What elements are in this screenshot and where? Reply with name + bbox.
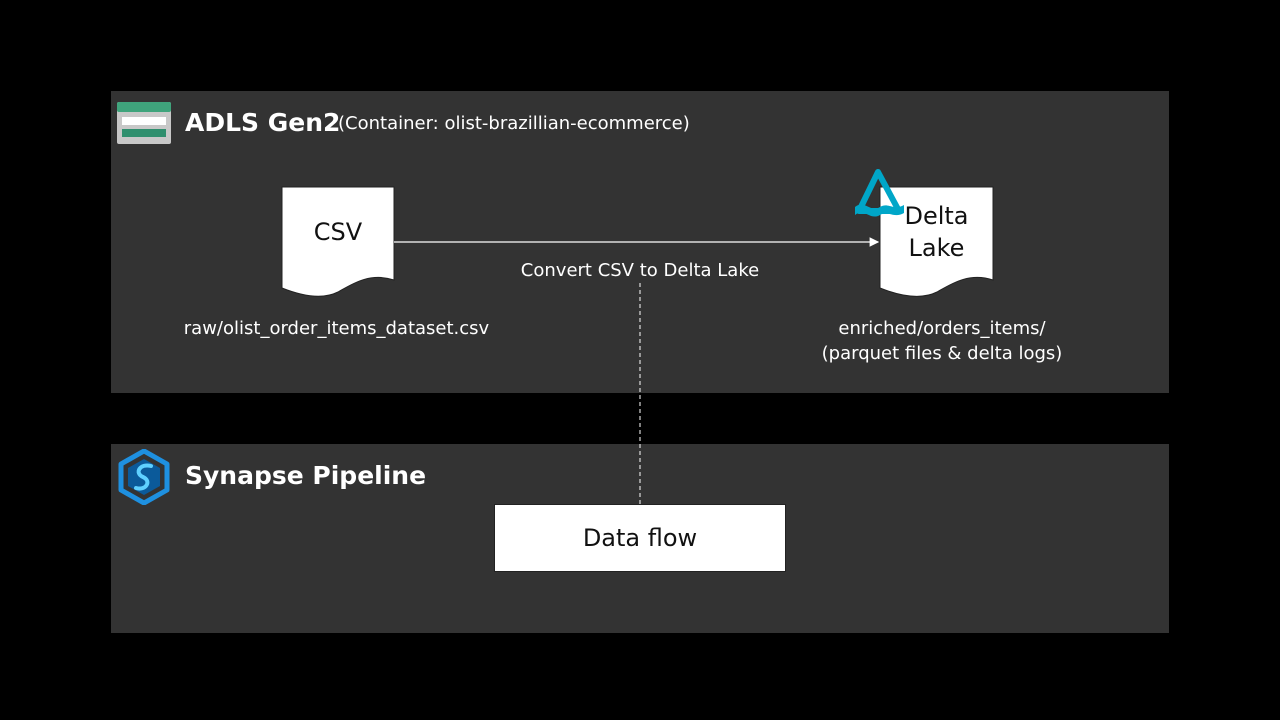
target-path-line2: (parquet files & delta logs) (821, 343, 1063, 364)
delta-label-line1: Delta (904, 202, 969, 230)
csv-label: CSV (313, 218, 363, 246)
adls-container-subtitle: (Container: olist-brazillian-ecommerce) (338, 113, 690, 134)
synapse-icon (118, 448, 170, 506)
delta-label-line2: Lake (908, 234, 965, 262)
synapse-title: Synapse Pipeline (185, 461, 427, 490)
conversion-label: Convert CSV to Delta Lake (520, 260, 760, 281)
source-path: raw/olist_order_items_dataset.csv (183, 318, 490, 339)
delta-lake-icon (852, 169, 906, 219)
storage-account-icon (117, 102, 171, 144)
adls-title: ADLS Gen2 (185, 108, 341, 137)
target-path-line1: enriched/orders_items/ (838, 318, 1046, 339)
data-flow-label: Data flow (582, 524, 698, 552)
data-flow-activity[interactable]: Data flow (494, 504, 786, 572)
